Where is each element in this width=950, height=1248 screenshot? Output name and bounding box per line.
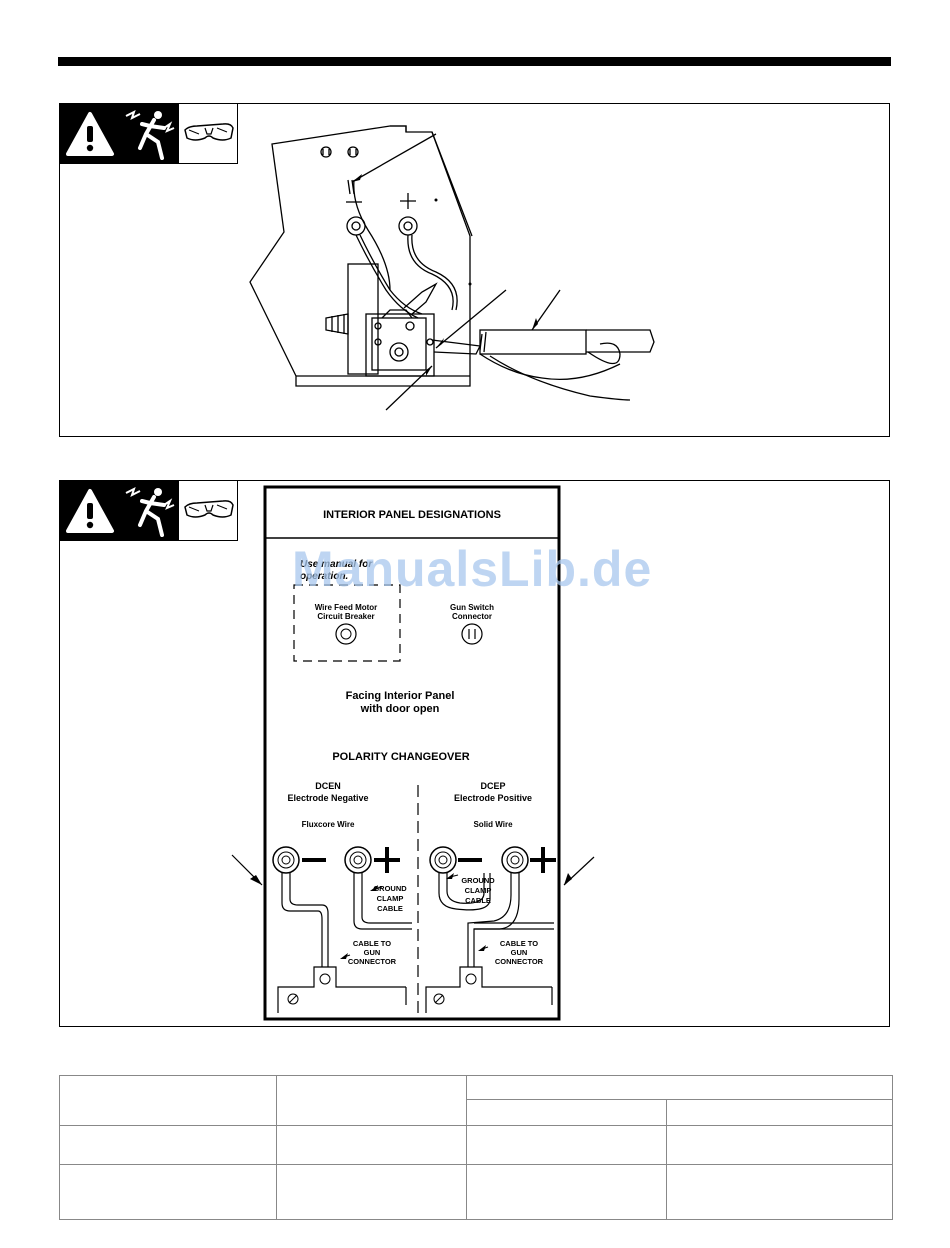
electric-shock-icon	[120, 104, 179, 164]
polarity-title: POLARITY CHANGEOVER	[332, 751, 469, 763]
table-row	[59, 1075, 893, 1126]
panel-note-line2: operation.	[300, 571, 348, 582]
table-cell	[276, 1075, 467, 1126]
panel-title: INTERIOR PANEL DESIGNATIONS	[323, 509, 501, 521]
interior-panel-label-drawing: INTERIOR PANEL DESIGNATIONS Use manual f…	[231, 485, 595, 1021]
table-cell	[666, 1125, 893, 1165]
warning-icon	[60, 481, 120, 541]
feeder-interior-drawing	[249, 125, 655, 411]
dcep-heading: DCEP	[480, 781, 505, 791]
dcen-gun-label-line2: GUN	[364, 948, 381, 957]
top-rule	[58, 57, 891, 66]
table-cell	[276, 1164, 467, 1220]
dcen-gun-label-line3: CONNECTOR	[348, 957, 397, 966]
watermark: ManualsLib.de	[292, 541, 653, 597]
dcen-ground-label-line2: CLAMP	[377, 894, 404, 903]
dcen-wire-type: Fluxcore Wire	[302, 820, 355, 829]
gun-connection-figure-panel	[59, 103, 890, 437]
safety-icon-strip	[60, 481, 238, 541]
table-cell	[59, 1075, 277, 1126]
dcen-ground-label-line1: GROUND	[373, 884, 407, 893]
table-cell	[466, 1164, 667, 1220]
table-cell	[276, 1125, 467, 1165]
dcep-gun-label-line2: GUN	[511, 948, 528, 957]
table-row	[60, 1099, 893, 1126]
dcep-gun-label-line3: CONNECTOR	[495, 957, 544, 966]
gun-switch-label-line2: Connector	[452, 612, 492, 621]
table-cell	[666, 1164, 893, 1220]
warning-icon	[60, 104, 120, 164]
dcep-ground-label-line2: CLAMP	[465, 886, 492, 895]
table-cell	[59, 1125, 277, 1165]
dcen-subheading: Electrode Negative	[287, 793, 368, 803]
gun-switch-label-line1: Gun Switch	[450, 603, 494, 612]
breaker-label-line1: Wire Feed Motor	[315, 603, 378, 612]
facing-panel-line1: Facing Interior Panel	[346, 690, 455, 702]
dcep-gun-label-line1: CABLE TO	[500, 939, 538, 948]
electric-shock-icon	[120, 481, 179, 541]
breaker-label-line2: Circuit Breaker	[317, 612, 374, 621]
dcep-ground-label-line3: CABLE	[465, 896, 491, 905]
safety-glasses-icon	[179, 481, 238, 541]
table-row	[59, 1125, 893, 1165]
polarity-changeover-figure-panel: INTERIOR PANEL DESIGNATIONS Use manual f…	[59, 480, 890, 1027]
table-cell	[466, 1099, 667, 1126]
table-cell	[466, 1075, 893, 1100]
dcen-gun-label-line1: CABLE TO	[353, 939, 391, 948]
dcen-heading: DCEN	[315, 781, 341, 791]
specification-table	[59, 1075, 893, 1220]
dcen-ground-label-line3: CABLE	[377, 904, 403, 913]
facing-panel-line2: with door open	[360, 703, 440, 715]
dcep-subheading: Electrode Positive	[454, 793, 532, 803]
table-row	[59, 1164, 893, 1220]
dcep-wire-type: Solid Wire	[473, 820, 513, 829]
dcep-ground-label-line1: GROUND	[461, 876, 495, 885]
safety-icon-strip	[60, 104, 238, 164]
panel-note-line1: Use manual for	[300, 559, 373, 570]
table-cell	[466, 1125, 667, 1165]
safety-glasses-icon	[179, 104, 238, 164]
table-cell	[59, 1164, 277, 1220]
table-cell	[666, 1099, 893, 1126]
